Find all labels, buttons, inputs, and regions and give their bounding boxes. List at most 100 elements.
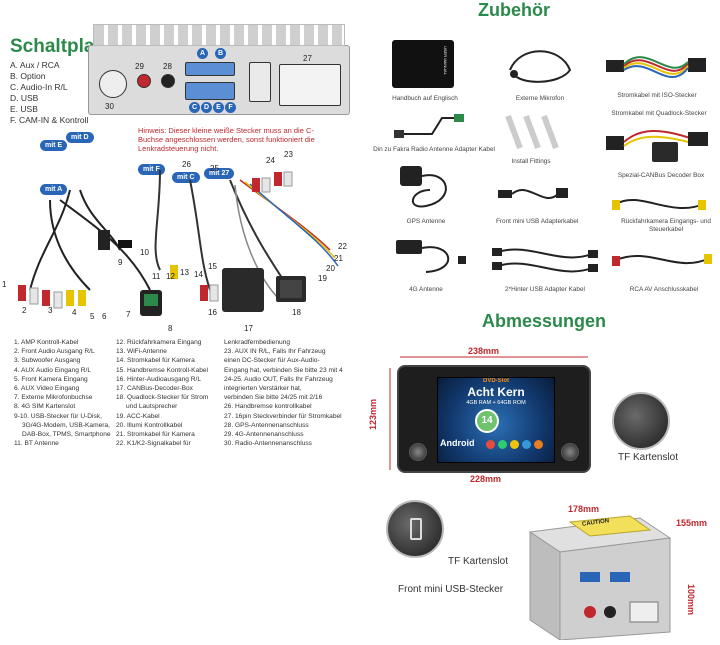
wire-number-9: 9 xyxy=(118,258,123,267)
heatsink-fins xyxy=(93,24,345,46)
part-item: 8. 4G SIM Kartenslot xyxy=(14,403,76,411)
wire-number-1: 1 xyxy=(2,280,7,289)
fakra-adapter-image xyxy=(394,114,464,138)
wire-number-18: 18 xyxy=(292,308,301,317)
wire-number-10: 10 xyxy=(140,248,149,257)
mit-27-badge: mit 27 xyxy=(204,168,235,179)
wire-number-14: 14 xyxy=(194,270,203,279)
head-unit-screen: DVD-Slot Acht Kern 4GB RAM + 64GB ROM 14… xyxy=(437,377,555,463)
wire-number-20: 20 xyxy=(326,264,335,273)
acc-caption-gps: GPS Antenne xyxy=(406,218,446,225)
wire-number-6: 6 xyxy=(102,312,107,321)
part-item: 27. 16pin Steckverbinder für Stromkabel xyxy=(224,412,342,420)
head-unit-front: DVD-Slot Acht Kern 4GB RAM + 64GB ROM 14… xyxy=(397,365,591,473)
acc-caption-fakra: Din zu Fakra Radio Antenne Adapter Kabel xyxy=(373,146,495,153)
legend-item-a: A. Aux / RCA xyxy=(10,60,60,70)
app-icon xyxy=(522,440,531,449)
schaltplan-title: Schaltplan xyxy=(10,36,107,57)
quadlock-cable-image xyxy=(606,129,708,162)
wire-number-15: 15 xyxy=(208,262,217,271)
tf-slot-caption-2: TF Kartenslot xyxy=(448,556,509,567)
wire-number-23: 23 xyxy=(284,150,293,159)
part-item: einen DC-Stecker für Aux-Audio- xyxy=(224,357,320,365)
app-icon xyxy=(534,440,543,449)
zubehor-title: Zubehör xyxy=(478,0,550,20)
chassis-image xyxy=(528,515,672,640)
manual-spine-text: USER MANUAL xyxy=(443,46,448,75)
part-item: 29. 4G-Antennenanschluss xyxy=(224,431,304,439)
part-item: 21. Stromkabel für Kamera xyxy=(116,431,195,439)
part-item: 3. Subwoofer Ausgang xyxy=(14,357,81,365)
part-item: 24-25. Audio OUT, Falls Ihr Fahrzeug xyxy=(224,375,333,383)
head-unit-back-panel: 30 29 28 A B C D E F 27 xyxy=(88,24,350,115)
part-item: 30. Radio-Antennenanschluss xyxy=(224,440,312,448)
acc-caption-rca: RCA AV Anschlusskabel xyxy=(629,286,699,293)
connector-cdef-block xyxy=(185,82,235,100)
connector-a-block xyxy=(185,62,235,76)
dimension-width-bottom: 228mm xyxy=(470,474,502,484)
front-usb-caption: Front mini USB-Stecker xyxy=(398,584,504,595)
part-item: 9-10. USB-Stecker für U-Disk, xyxy=(14,412,102,420)
rear-usb-cable-image xyxy=(492,248,598,273)
part-item: 7. Externe Mikrofonbuchse xyxy=(14,394,93,402)
part-item: 6. AUX Video Eingang xyxy=(14,385,80,393)
tf-slot-caption-1: TF Kartenslot xyxy=(618,452,679,463)
right-tune-knob xyxy=(561,443,579,461)
part-item: 23. AUX IN R/L, Falls Ihr Fahrzeug xyxy=(224,348,326,356)
acc-caption-microphone: Externe Mikrofon xyxy=(515,95,565,102)
wire-number-21: 21 xyxy=(334,254,343,263)
wire-number-26: 26 xyxy=(182,160,191,169)
legend-item-c: C. Audio-In R/L xyxy=(10,82,68,92)
wire-number-12: 12 xyxy=(166,272,175,281)
app-icon xyxy=(486,440,495,449)
port-number-28: 28 xyxy=(163,62,172,71)
port-number-27: 27 xyxy=(303,54,312,63)
dimension-depth-2: 155mm xyxy=(676,518,708,528)
memory-label: 4GB RAM + 64GB ROM xyxy=(466,400,526,406)
usb-port-shape xyxy=(410,518,422,540)
iso-power-cable-image xyxy=(606,56,706,79)
front-usb-cable-image xyxy=(498,188,568,200)
part-item: 2. Front Audio Ausgang R/L xyxy=(14,348,95,356)
part-item: 12. Rückfahrkamera Eingang xyxy=(116,339,202,346)
connector-legend: A. Aux / RCA B. Option C. Audio-In R/L D… xyxy=(10,60,88,126)
front-usb-zoom-image xyxy=(386,500,444,558)
part-item: Lenkradfernbedienung xyxy=(224,339,290,346)
acc-caption-rear-usb: 2*Hinter USB Adapter Kabel xyxy=(505,286,585,293)
part-item: 22. K1/K2-Signalkabel für xyxy=(116,440,191,448)
part-item: 11. BT Antenne xyxy=(14,440,59,448)
acc-caption-front-usb: Front mini USB Adapterkabel xyxy=(496,218,579,225)
4g-antenna-port xyxy=(137,74,151,88)
rca-av-cable-image xyxy=(612,254,712,266)
dimension-depth: 178mm xyxy=(568,504,600,514)
wire-number-19: 19 xyxy=(318,274,327,283)
legend-item-b: B. Option xyxy=(10,71,46,81)
parts-col-1: 1. AMP Kontroll-Kabel 2. Front Audio Aus… xyxy=(14,338,111,448)
wiring-harness-diagram xyxy=(18,169,339,316)
app-icon xyxy=(498,440,507,449)
wire-number-4: 4 xyxy=(72,308,77,317)
wire-number-8: 8 xyxy=(168,324,173,333)
wire-number-13: 13 xyxy=(180,268,189,277)
mit-d-badge: mit D xyxy=(66,132,94,143)
parts-col-3: Lenkradfernbedienung 23. AUX IN R/L, Fal… xyxy=(224,338,343,448)
part-item: 28. GPS-Antennenanschluss xyxy=(224,421,309,429)
port-letter-e: E xyxy=(213,102,224,113)
port-number-30: 30 xyxy=(105,102,114,111)
dimension-arrow-top xyxy=(400,356,588,358)
manual-image: USER MANUAL xyxy=(392,40,454,88)
dimension-width-top: 238mm xyxy=(468,346,500,356)
part-item: und Lautsprecher xyxy=(126,403,178,411)
acc-caption-manual: Handbuch auf Englisch xyxy=(392,95,458,102)
part-item: 4. AUX Audio Eingang R/L xyxy=(14,366,91,374)
legend-item-e: E. USB xyxy=(10,104,38,114)
wire-number-7: 7 xyxy=(126,310,131,319)
mit-c-badge: mit C xyxy=(172,172,200,183)
app-icon xyxy=(510,440,519,449)
part-item: 20. Illumi Kontrollkabel xyxy=(116,421,183,429)
part-item: 18. Quadlock-Stecker für Strom xyxy=(116,394,209,402)
dimension-height-right: 100mm xyxy=(686,584,696,616)
gps-antenna-port xyxy=(161,74,175,88)
part-item: 17. CANBus-Decoder-Box xyxy=(116,385,193,393)
acc-caption-4g: 4G Antenne xyxy=(409,286,443,293)
